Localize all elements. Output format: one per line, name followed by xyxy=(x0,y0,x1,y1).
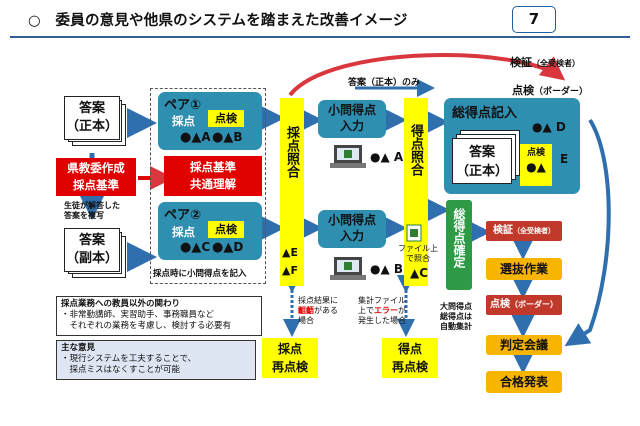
border-check-text: 点検 xyxy=(512,84,534,97)
pair2-c-label: C xyxy=(201,240,211,254)
page-title: ○ 委員の意見や他県のシステムを踏まえた改善イメージ xyxy=(28,13,408,29)
pair2-check: 点検 xyxy=(208,221,244,238)
laptop1-icon xyxy=(330,145,366,168)
subscore2-box xyxy=(318,210,386,248)
total-confirm xyxy=(446,200,472,290)
pair1-person-b: ●▲B xyxy=(212,130,243,145)
pair2-score: 採点 xyxy=(172,225,195,239)
opinion-note: 主な意見 ・現行システムを工夫することで、 採点ミスはなくすことが可能 xyxy=(56,340,256,380)
page-number: 7 xyxy=(512,6,556,33)
total-confirm-label: 総得点確定 xyxy=(452,208,466,268)
mismatch1-pre: 採点結果に xyxy=(298,296,338,305)
subscore2-label: 小問得点 入力 xyxy=(327,213,376,243)
pair1-check: 点検 xyxy=(208,110,244,127)
scoring-area xyxy=(150,88,266,284)
file-note: ファイル上 で照合 xyxy=(398,244,438,263)
subscore2-person-label: B xyxy=(393,262,404,276)
mismatch1-post: がある 場合 xyxy=(298,306,338,325)
pair1-b-label: B xyxy=(233,130,243,144)
score-collation-label: 得点照合 xyxy=(408,124,423,176)
verify-loop-arrow xyxy=(288,53,566,97)
subscore1-person-label: A xyxy=(393,150,404,164)
collation-column xyxy=(280,98,304,286)
total-e-label: E xyxy=(560,152,569,166)
person-c: ▲C xyxy=(410,266,429,280)
flow-judgment: 判定会議 xyxy=(486,335,562,355)
opinion-body: ・現行システムを工夫することで、 採点ミスはなくすことが可能 xyxy=(61,354,197,375)
mismatch2-pre: 集計ファイル 上で xyxy=(358,296,406,315)
verify-sub: （全受検者） xyxy=(532,59,580,68)
border-check-sub: （ボーダー） xyxy=(534,87,589,97)
involvement-body: ・非常勤講師、実習助手、事務職員など それぞれの業務を考慮し、検討する必要有 xyxy=(61,310,232,331)
file-icon xyxy=(406,224,422,242)
total-title: 総得点記入 xyxy=(452,106,518,121)
collation-label: 採点照合 xyxy=(284,126,299,178)
pair2-person-c: ●▲C xyxy=(180,240,211,255)
involvement-title: 採点業務への教員以外の関わり xyxy=(61,299,181,309)
score-collation-column xyxy=(404,98,428,286)
total-d-label: D xyxy=(555,120,566,134)
dashed-note: 採点時に小問得点を記入 xyxy=(153,269,247,279)
person-f-label: F xyxy=(290,264,298,277)
subscore1-person: ●▲ A xyxy=(370,150,404,164)
mismatch2-post: が 発生した場合 xyxy=(358,306,406,325)
flow-verify-label: 検証 xyxy=(493,225,513,236)
flow-selection: 選抜作業 xyxy=(486,258,562,280)
mismatch2-note: 集計ファイル 上でエラーが 発生した場合 xyxy=(358,296,422,326)
pair2-title: ペア② xyxy=(164,208,202,223)
mismatch1-red: 齟齬 xyxy=(298,306,314,315)
opinion-title: 主な意見 xyxy=(61,343,96,353)
flow-border-sub: （ボーダー） xyxy=(510,300,558,309)
flow-border-label: 点検 xyxy=(490,299,510,310)
mismatch1-note: 採点結果に齟齬がある 場合 xyxy=(298,296,354,326)
answer-only-label: 答案（正本）のみ xyxy=(348,78,421,88)
pair2-person-d: ●▲D xyxy=(212,240,244,255)
verify-label: 検証（全受検者） xyxy=(510,54,580,70)
rescore2-box: 得点 再点検 xyxy=(382,338,438,378)
flow-verify-sub: （全受検者） xyxy=(513,227,555,235)
pair1-title: ペア① xyxy=(164,98,202,113)
rescore1-box: 採点 再点検 xyxy=(262,338,318,378)
pair1-a-label: A xyxy=(201,130,211,144)
person-c-label: C xyxy=(419,266,429,280)
title-rule xyxy=(10,36,630,38)
subscore2-person: ●▲ B xyxy=(370,262,404,276)
border-check-line xyxy=(564,118,611,347)
persons-ef: ▲E▲F xyxy=(282,246,298,277)
copy-note: 生徒が解答した 答案を複写 xyxy=(64,201,120,220)
prefectural-criteria: 県教委作成 採点基準 xyxy=(56,158,136,196)
flow-announcement: 合格発表 xyxy=(486,371,562,393)
criteria-common: 採点基準 共通理解 xyxy=(164,156,262,196)
flow-border-check: 点検（ボーダー） xyxy=(486,295,562,315)
total-doc: 答案 （正本） xyxy=(452,138,512,184)
subscore1-label: 小問得点 入力 xyxy=(327,103,376,133)
border-check-label: 点検（ボーダー） xyxy=(512,82,588,98)
pair2-d-label: D xyxy=(233,240,244,254)
pair1-score: 採点 xyxy=(172,114,195,128)
person-e-label: E xyxy=(290,246,298,259)
flow-verify: 検証（全受検者） xyxy=(486,221,562,241)
laptop2-icon xyxy=(330,257,366,280)
total-check: 点検●▲ xyxy=(520,144,552,186)
auto-note: 大問得点 総得点は 自動集計 xyxy=(440,302,472,331)
total-check-label: 点検 xyxy=(526,148,545,158)
answer-original: 答案 （正本） xyxy=(64,96,120,140)
mismatch2-red: エラー xyxy=(374,306,398,315)
verify-text: 検証 xyxy=(510,56,532,69)
answer-copy: 答案 （副本） xyxy=(64,228,120,272)
total-person-d: ●▲ D xyxy=(532,120,566,134)
involvement-note: 採点業務への教員以外の関わり ・非常勤講師、実習助手、事務職員など それぞれの業… xyxy=(56,296,262,336)
pair1-person-a: ●▲A xyxy=(180,130,211,145)
subscore1-box xyxy=(318,100,386,138)
